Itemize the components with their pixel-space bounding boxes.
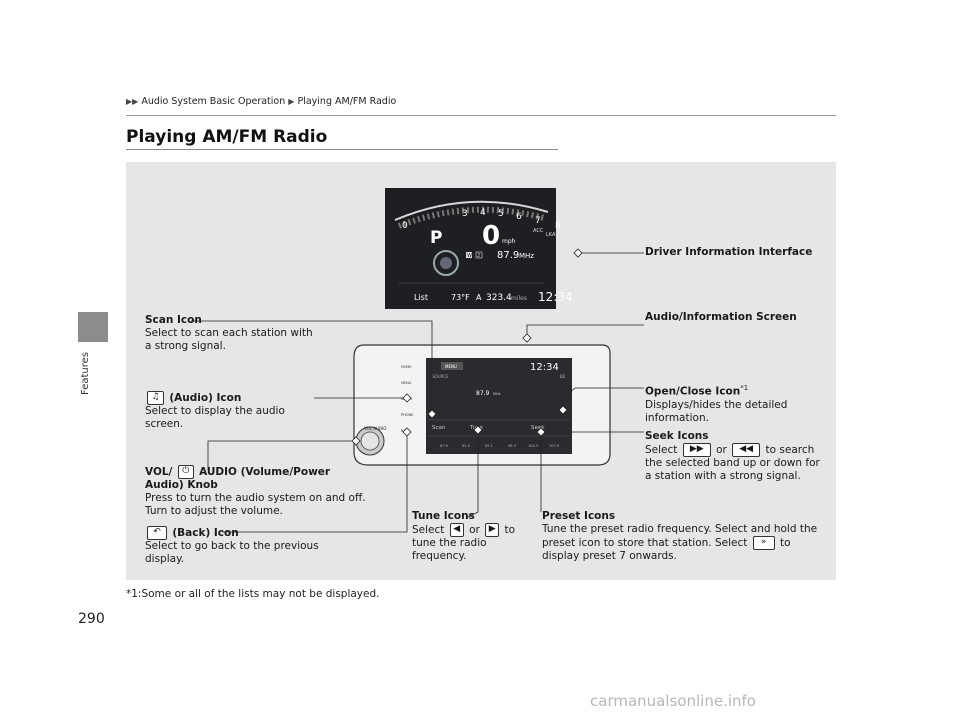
head-unit-clock: 12:34 [530, 362, 559, 373]
head-unit-frequency: 87.9 [476, 390, 490, 397]
power-icon: ⏻ [177, 465, 194, 479]
band-badge: W [467, 253, 472, 259]
preset-label: 95.1 [485, 444, 493, 448]
preset-badge: 2 [477, 253, 480, 259]
vol-knob-label: VOL AUDIO [364, 426, 386, 431]
header-rule [126, 115, 836, 116]
driver-information-cluster: 0 3 4 5 6 7 8 P 0 mph ACC LKAS W 2 87.9 … [385, 188, 573, 309]
cluster-frequency-unit: MHz [519, 252, 534, 260]
callout-audio-screen: Audio/Information Screen [645, 311, 797, 323]
head-unit-scan: Scan [432, 425, 446, 431]
section-tab-marker [78, 312, 108, 342]
tune-down-icon: ◀ [449, 523, 464, 537]
breadcrumb-item[interactable]: Audio System Basic Operation [141, 96, 286, 107]
acc-indicator: ACC [533, 228, 544, 234]
audio-icon: ♫ [147, 391, 164, 405]
gear-indicator: P [430, 228, 442, 248]
head-unit-seek: Seek [531, 425, 545, 431]
seek-down-icon: ◀◀ [732, 443, 761, 457]
breadcrumb: ▶▶ Audio System Basic Operation ▶ Playin… [126, 96, 396, 107]
breadcrumb-item[interactable]: Playing AM/FM Radio [297, 96, 397, 107]
callout-seek: Seek Icons Select ▶▶ or ◀◀ to search the… [645, 430, 820, 482]
watermark: carmanualsonline.info [590, 692, 756, 710]
tach-number: 5 [498, 209, 504, 219]
head-unit-menu: MENU [445, 364, 457, 369]
head-unit-signal: 02 [560, 374, 566, 379]
callout-driver-info: Driver Information Interface [645, 246, 813, 258]
tach-number: 4 [480, 208, 486, 218]
head-unit-frequency-unit: MHz [493, 392, 501, 396]
page-title: Playing AM/FM Radio [126, 127, 328, 147]
cluster-clock: 12:34 [538, 290, 573, 304]
speed-unit: mph [502, 238, 516, 245]
callout-scan: Scan Icon Select to scan each station wi… [145, 314, 313, 352]
callout-open-close: Open/Close Icon*1 Displays/hides the det… [645, 384, 788, 424]
preset-label: 96.3 [508, 444, 516, 448]
callout-back: ↶ (Back) Icon Select to go back to the p… [145, 526, 319, 565]
preset-label: 107.9 [549, 444, 559, 448]
more-presets-icon: » [752, 536, 775, 550]
tune-up-icon: ▶ [485, 523, 500, 537]
tach-number: 7 [535, 216, 541, 226]
tach-number: 6 [516, 212, 522, 222]
callout-audio-icon: ♫ (Audio) Icon Select to display the aud… [145, 391, 285, 430]
tach-number: 0 [402, 221, 408, 231]
cluster-temperature: 73°F [451, 293, 470, 302]
preset-label: 104.3 [528, 444, 538, 448]
back-icon: ↶ [147, 526, 167, 540]
callout-anchor-markers [351, 248, 583, 446]
side-button-label: MENU [401, 381, 412, 385]
breadcrumb-arrow-icon: ▶▶ [126, 97, 139, 106]
callout-vol-knob: VOL/ ⏻ AUDIO (Volume/Power Audio) Knob P… [145, 465, 366, 517]
callout-preset: Preset Icons Tune the preset radio frequ… [542, 510, 818, 562]
odometer-readout: 323.4 [486, 293, 512, 303]
footnote: *1:Some or all of the lists may not be d… [126, 588, 380, 600]
odometer-prefix: A [476, 293, 482, 302]
preset-label: 87.9 [440, 444, 448, 448]
tach-number: 8 [555, 221, 561, 231]
page-number: 290 [78, 611, 105, 627]
seek-up-icon: ▶▶ [682, 443, 711, 457]
tach-number: 3 [462, 209, 468, 219]
side-button-label: HOME [401, 365, 412, 369]
head-unit: VOL AUDIO HOME MENU AUDIO PHONE BACK MEN… [353, 344, 611, 466]
preset-label: 92.9 [462, 444, 470, 448]
title-rule [126, 149, 558, 150]
cluster-list-label: List [414, 293, 428, 302]
breadcrumb-arrow-icon: ▶ [288, 97, 295, 106]
callout-tune: Tune Icons Select ◀ or ▶ to tune the rad… [412, 510, 516, 562]
side-button-label: PHONE [401, 413, 413, 417]
cluster-frequency: 87.9 [497, 250, 519, 261]
speed-readout: 0 [482, 221, 500, 251]
lkas-indicator: LKAS [546, 232, 559, 238]
odometer-unit: miles [511, 295, 527, 302]
head-unit-source: SOURCE [432, 374, 449, 379]
